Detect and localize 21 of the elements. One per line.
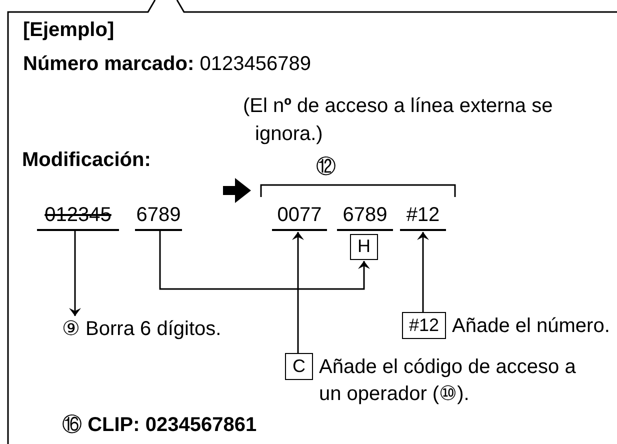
key-box: H [350,234,378,260]
note-text: (El nº de acceso a línea externa se ignora.) [243,94,554,147]
clip-text: ⑯ CLIP: 0234567861 [62,413,257,437]
modification-heading: Modificación: [22,148,151,172]
arrow [159,231,370,290]
example-heading: [Ejemplo] [23,18,114,42]
digit-group: #12 [400,202,446,231]
digit-group: 6789 [135,202,182,231]
step-number: ⑫ [316,155,336,179]
arrow [292,232,304,353]
description-text: Añade el código de acceso a un operador (⑩). [319,355,577,407]
dialed-number-text: Número marcado: 0123456789 [23,52,311,76]
digit-group: 6789 [337,202,393,231]
key-box: #12 [402,312,446,339]
key-box: C [285,353,313,380]
description-text: Añade el número. [452,314,611,339]
arrow [417,232,429,312]
step-text: ⑨ Borra 6 dígitos. [62,317,262,341]
deleted-digits: 012345 [37,202,119,231]
digit-group: 0077 [272,202,327,231]
arrow [69,231,81,316]
